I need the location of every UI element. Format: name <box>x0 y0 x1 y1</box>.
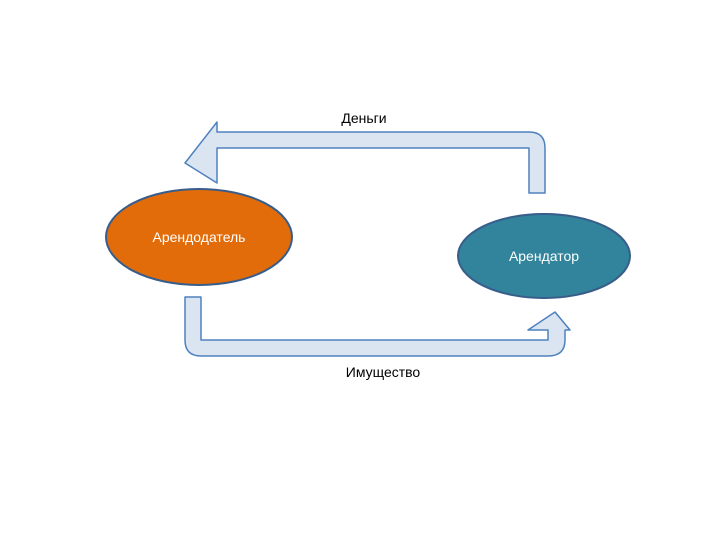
lessor-node <box>105 188 293 286</box>
tenant-label: Арендатор <box>509 248 579 264</box>
lessor-label: Арендодатель <box>153 229 246 245</box>
property-label: Имущество <box>346 364 421 380</box>
money-arrow <box>184 121 546 194</box>
property-arrow <box>184 296 571 357</box>
tenant-node <box>457 213 631 299</box>
money-label: Деньги <box>341 110 386 126</box>
